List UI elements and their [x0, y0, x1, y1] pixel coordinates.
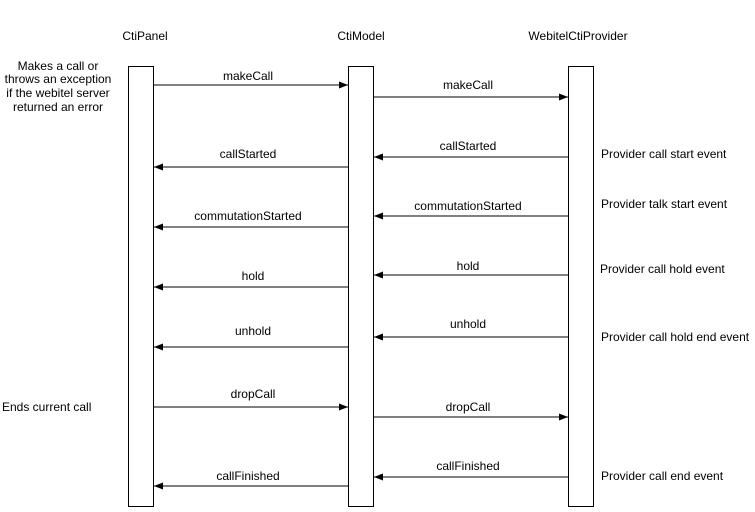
note-left-makes-call-line-1: Makes a call or: [18, 59, 99, 73]
note-left-makes-call-line-2: throws an exception: [5, 72, 112, 86]
message-label-commutationstarted-model-to-panel: commutationStarted: [194, 209, 301, 223]
note-right-talk-start-event: Provider talk start event: [601, 197, 728, 211]
note-right-call-hold-event: Provider call hold event: [600, 262, 725, 276]
activation-box-ctimodel: [348, 66, 374, 507]
note-right-call-end-event: Provider call end event: [601, 469, 724, 483]
message-label-hold-model-to-panel: hold: [242, 269, 265, 283]
message-label-dropcall-panel-to-model: dropCall: [231, 387, 276, 401]
note-right-call-start-event: Provider call start event: [601, 147, 727, 161]
message-label-makecall-model-to-provider: makeCall: [443, 78, 493, 92]
message-label-dropcall-model-to-provider: dropCall: [446, 400, 491, 414]
message-label-callstarted-provider-to-model: callStarted: [440, 139, 497, 153]
message-label-callstarted-model-to-panel: callStarted: [220, 147, 277, 161]
message-label-callfinished-model-to-panel: callFinished: [216, 469, 279, 483]
message-label-makecall-panel-to-model: makeCall: [223, 69, 273, 83]
participant-label-ctimodel: CtiModel: [337, 29, 384, 43]
note-left-makes-call-line-4: returned an error: [13, 100, 103, 114]
activation-box-ctipanel: [128, 66, 154, 507]
message-label-callfinished-provider-to-model: callFinished: [436, 459, 499, 473]
participant-label-webitelctiprovider: WebitelCtiProvider: [528, 29, 627, 43]
message-label-commutationstarted-provider-to-model: commutationStarted: [414, 199, 521, 213]
note-left-ends-call: Ends current call: [2, 400, 91, 414]
note-right-call-hold-end-event: Provider call hold end event: [601, 330, 750, 344]
message-label-hold-provider-to-model: hold: [457, 259, 480, 273]
activation-box-webitelctiprovider: [568, 66, 594, 507]
message-label-unhold-provider-to-model: unhold: [450, 317, 486, 331]
note-left-makes-call-line-3: if the webitel server: [6, 86, 109, 100]
participant-label-ctipanel: CtiPanel: [122, 29, 167, 43]
message-label-unhold-model-to-panel: unhold: [235, 324, 271, 338]
